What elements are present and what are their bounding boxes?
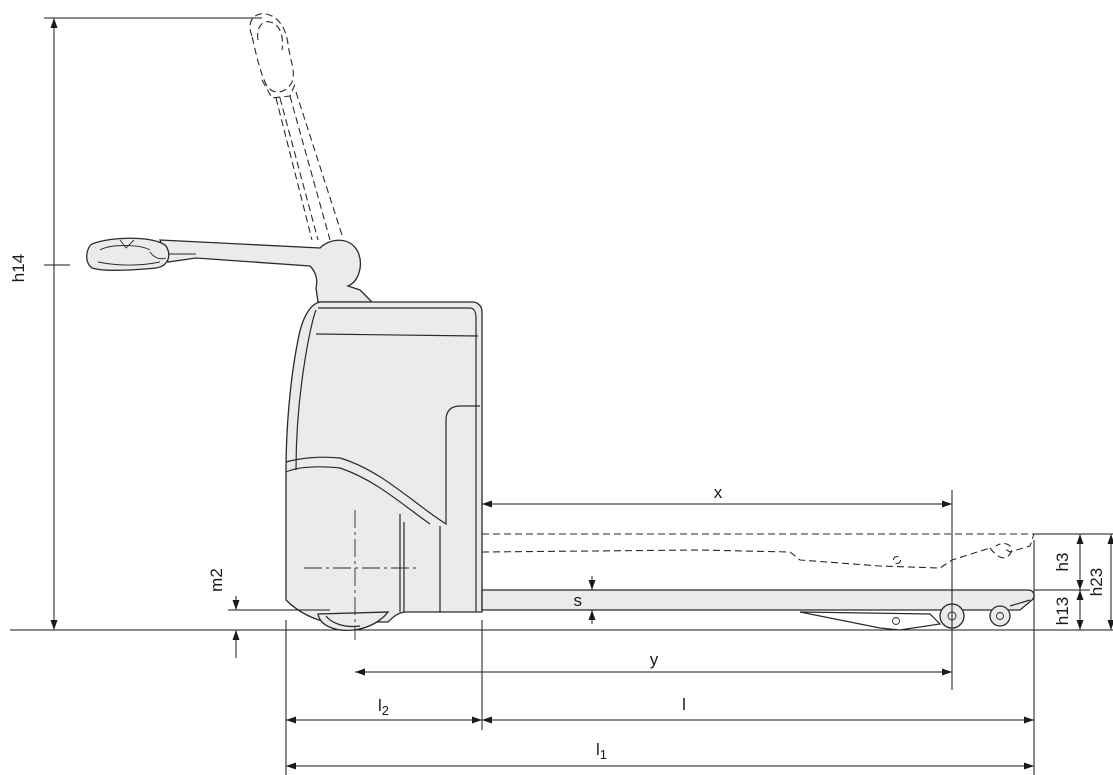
label-h3: h3 (1053, 553, 1072, 572)
tiller-upright-dashed (249, 13, 343, 241)
label-s: s (574, 591, 583, 610)
label-l: l (682, 695, 686, 714)
label-m2: m2 (207, 568, 226, 592)
tiller-horizontal (86, 237, 374, 303)
label-y: y (650, 650, 659, 669)
label-h23: h23 (1087, 568, 1106, 596)
label-l2: l2 (378, 696, 389, 718)
label-h13: h13 (1053, 597, 1072, 625)
label-l1: l1 (596, 740, 607, 762)
label-x: x (714, 483, 723, 502)
label-h14: h14 (9, 254, 28, 282)
fork-lowered (481, 589, 1035, 631)
truck-body (285, 301, 483, 632)
fork-raised-dashed (481, 533, 1035, 569)
